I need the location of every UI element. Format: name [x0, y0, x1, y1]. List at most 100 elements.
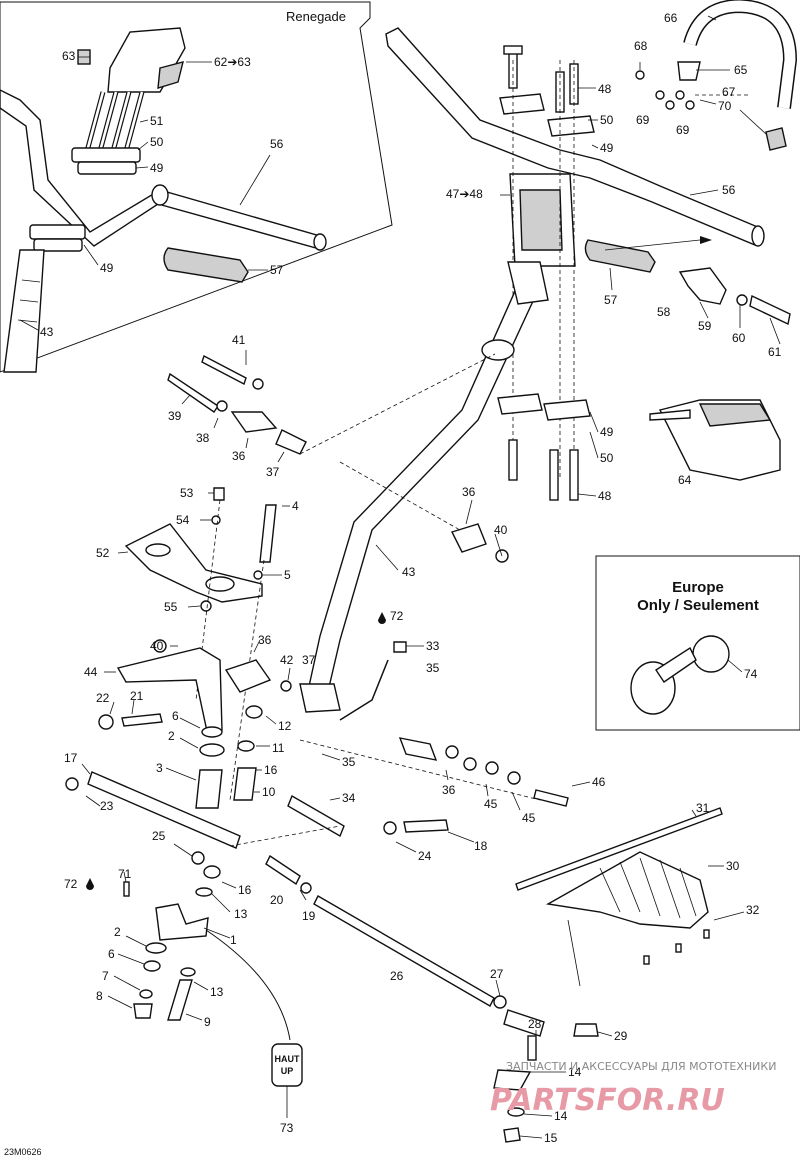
callout-12: 12 [278, 719, 292, 733]
callout-63: 63 [62, 49, 76, 63]
callout-20: 20 [270, 893, 284, 907]
upper-left-fasteners: 41 39 38 36 37 [167, 333, 307, 479]
callout-69: 69 [676, 123, 690, 137]
callout-45: 45 [484, 797, 498, 811]
svg-text:UP: UP [281, 1066, 294, 1076]
callout-37: 37 [302, 653, 316, 667]
callout-73: 73 [280, 1121, 294, 1135]
right-linkage: 35 36 45 45 46 34 18 24 [229, 737, 606, 894]
europe-subtitle: Only / Seulement [637, 597, 759, 614]
svg-text:HAUT: HAUT [275, 1054, 300, 1064]
callout-65: 65 [734, 63, 748, 77]
callout-48: 48 [598, 489, 612, 503]
callout-10: 10 [262, 785, 276, 799]
callout-9: 9 [204, 1015, 211, 1029]
callout-28: 28 [528, 1017, 542, 1031]
callout-21: 21 [130, 689, 144, 703]
callout-29: 29 [614, 1029, 628, 1043]
callout-7: 7 [102, 969, 109, 983]
callout-40: 40 [494, 523, 508, 537]
callout-36: 36 [442, 783, 456, 797]
callout-61: 61 [768, 345, 782, 359]
callout-40: 40 [150, 639, 164, 653]
callout-33: 33 [426, 639, 440, 653]
callout-38: 38 [196, 431, 210, 445]
callout-16: 16 [238, 883, 252, 897]
callout-22: 22 [96, 691, 110, 705]
callout-3: 3 [156, 761, 163, 775]
callout-24: 24 [418, 849, 432, 863]
watermark: ЗАПЧАСТИ И АКСЕССУАРЫ ДЛЯ МОТОТЕХНИКИ PA… [490, 1060, 776, 1118]
callout-74: 74 [744, 667, 758, 681]
doc-code: 23M0626 [4, 1147, 42, 1157]
callout-19: 19 [302, 909, 316, 923]
callout-45: 45 [522, 811, 536, 825]
callout-72: 72 [390, 609, 404, 623]
callout-27: 27 [490, 967, 504, 981]
support-bracket-part [124, 523, 263, 603]
steering-column-part [3, 249, 45, 373]
callout-2: 2 [114, 925, 121, 939]
callout-51: 51 [150, 114, 164, 128]
callout-49: 49 [150, 161, 164, 175]
main-handlebar-assembly: 48 50 49 47➔48 56 57 58 59 60 61 49 50 4… [385, 27, 791, 503]
callout-42: 42 [280, 653, 294, 667]
callout-56: 56 [270, 137, 284, 151]
callout-62➔63: 62➔63 [214, 55, 251, 69]
callout-58: 58 [657, 305, 671, 319]
steering-boot-part [545, 851, 709, 929]
callout-31: 31 [696, 801, 710, 815]
svg-text:PARTSFOR.RU: PARTSFOR.RU [490, 1083, 725, 1118]
lower-left-stack: 22 21 6 2 12 11 17 3 16 10 23 [64, 689, 292, 849]
callout-25: 25 [152, 829, 166, 843]
handguard-assembly: 64 [649, 399, 781, 487]
callout-36: 36 [232, 449, 246, 463]
lower-column-parts: 25 16 13 1 71 7 2 20 19 [64, 829, 316, 1041]
europe-title: Europe [672, 579, 724, 596]
callout-26: 26 [390, 969, 404, 983]
upper-support-bracket: 53 4 54 52 5 55 [96, 486, 299, 801]
tie-rod-part [313, 895, 495, 1007]
callout-34: 34 [342, 791, 356, 805]
callout-43: 43 [40, 325, 54, 339]
callout-35: 35 [426, 661, 440, 675]
callout-46: 46 [592, 775, 606, 789]
callout-17: 17 [64, 751, 78, 765]
callout-14: 14 [554, 1109, 568, 1123]
callout-35: 35 [342, 755, 356, 769]
callout-64: 64 [678, 473, 692, 487]
tie-rod-assembly: 26 27 28 29 14 14 15 [313, 895, 628, 1145]
haut-up-badge: HAUT UP 73 [271, 1043, 303, 1135]
callout-11: 11 [272, 741, 285, 755]
callout-30: 30 [726, 859, 740, 873]
callout-13: 13 [210, 985, 224, 999]
callout-36: 36 [462, 485, 476, 499]
callout-71: 71 [118, 867, 132, 881]
callout-1: 1 [230, 933, 237, 947]
callout-52: 52 [96, 546, 110, 560]
callout-48: 48 [598, 82, 612, 96]
callout-43: 43 [402, 565, 416, 579]
steering-column-assembly: 36 40 43 37 [299, 261, 549, 713]
callout-32: 32 [746, 903, 760, 917]
variant-label: Renegade [286, 9, 346, 24]
callout-16: 16 [264, 763, 278, 777]
callout-36: 36 [258, 633, 272, 647]
callout-4: 4 [292, 499, 299, 513]
steering-arm-part [155, 903, 209, 941]
svg-text:ЗАПЧАСТИ И АКСЕССУАРЫ ДЛЯ МОТО: ЗАПЧАСТИ И АКСЕССУАРЫ ДЛЯ МОТОТЕХНИКИ [506, 1060, 776, 1073]
callout-57: 57 [604, 293, 618, 307]
callout-41: 41 [232, 333, 246, 347]
callout-44: 44 [84, 665, 98, 679]
renegade-inset: Renegade [0, 1, 393, 373]
callout-50: 50 [600, 451, 614, 465]
callout-8: 8 [96, 989, 103, 1003]
callout-70: 70 [718, 99, 732, 113]
callout-69: 69 [636, 113, 650, 127]
callout-57: 57 [270, 263, 284, 277]
callout-49: 49 [100, 261, 114, 275]
callout-49: 49 [600, 425, 614, 439]
callout-49: 49 [600, 141, 614, 155]
grip-part [163, 247, 249, 283]
